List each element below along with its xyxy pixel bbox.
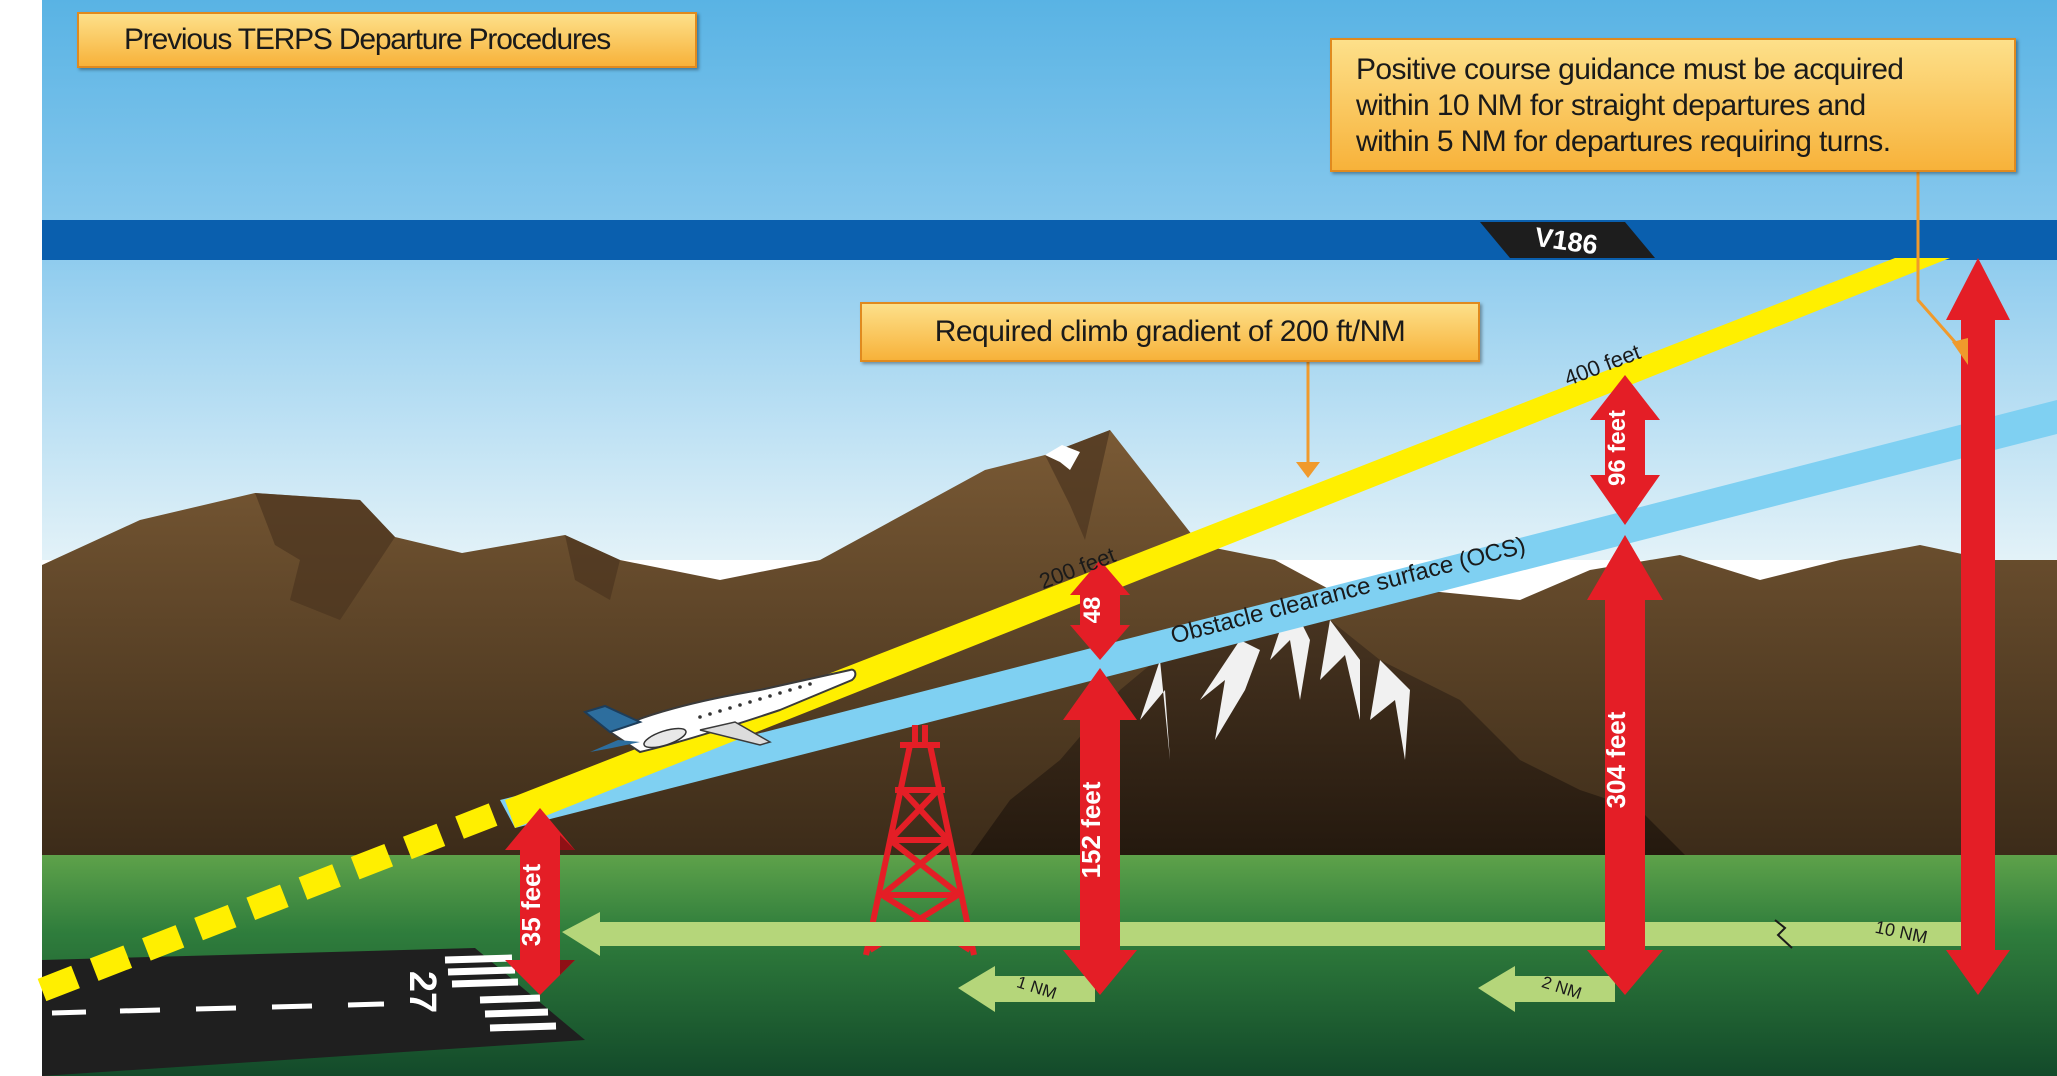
distance-1nm-arrow — [958, 966, 1095, 1012]
snow-streaks — [1140, 600, 1410, 760]
guidance-line-1: Positive course guidance must be acquire… — [1356, 53, 1904, 86]
height-arrow-48ft — [1070, 560, 1130, 660]
ocs-surface — [500, 400, 2057, 828]
climb-gradient-text: Required climb gradient of 200 ft/NM — [934, 315, 1406, 348]
airway-label-tag — [1480, 222, 1655, 258]
runway-number: 27 — [401, 971, 443, 1013]
climb-path-200ft-nm — [505, 258, 1950, 828]
runway — [42, 948, 585, 1076]
runway-threshold-bars — [444, 954, 557, 1032]
height-label-96ft: 96 feet — [1604, 410, 1631, 486]
guidance-line-3: within 5 NM for departures requiring tur… — [1356, 125, 1891, 158]
callout-leaders — [1306, 172, 1964, 465]
height-arrow-35ft-shade — [560, 835, 575, 975]
gradient-leader-arrowhead — [1296, 462, 1320, 478]
mountain-ridge-shading — [255, 430, 1110, 620]
ten-nm-break — [1774, 919, 1793, 949]
climb-gradient-callout: Required climb gradient of 200 ft/NM — [860, 302, 1480, 362]
height-label-152ft: 152 feet — [1076, 781, 1106, 878]
course-guidance-callout: Positive course guidance must be acquire… — [1330, 38, 2016, 172]
height-label-35ft: 35 feet — [516, 863, 546, 946]
distance-2nm-arrow — [1478, 966, 1615, 1012]
mountain-front — [960, 600, 1700, 870]
snow-peak-back — [1045, 445, 1080, 470]
mountain-range-back — [42, 430, 2057, 870]
height-label-304ft: 304 feet — [1601, 711, 1631, 808]
height-arrow-152ft — [1063, 668, 1137, 995]
runway-centerline — [51, 1001, 385, 1016]
climb-path-dashed — [37, 796, 515, 1002]
height-arrow-10nm — [1946, 258, 2010, 995]
diagram-title: Previous TERPS Departure Procedures — [77, 12, 697, 68]
jet-aircraft-icon — [582, 668, 857, 754]
height-arrow-304ft — [1587, 535, 1663, 995]
height-arrow-96ft — [1590, 375, 1660, 525]
diagram-title-text: Previous TERPS Departure Procedures — [124, 23, 611, 56]
height-arrow-35ft — [505, 808, 575, 995]
guidance-line-2: within 10 NM for straight departures and — [1356, 89, 1866, 122]
guidance-leader-arrowhead — [1952, 338, 1968, 365]
height-label-48: 48 — [1079, 597, 1106, 624]
airway-v186-band — [42, 220, 2057, 260]
